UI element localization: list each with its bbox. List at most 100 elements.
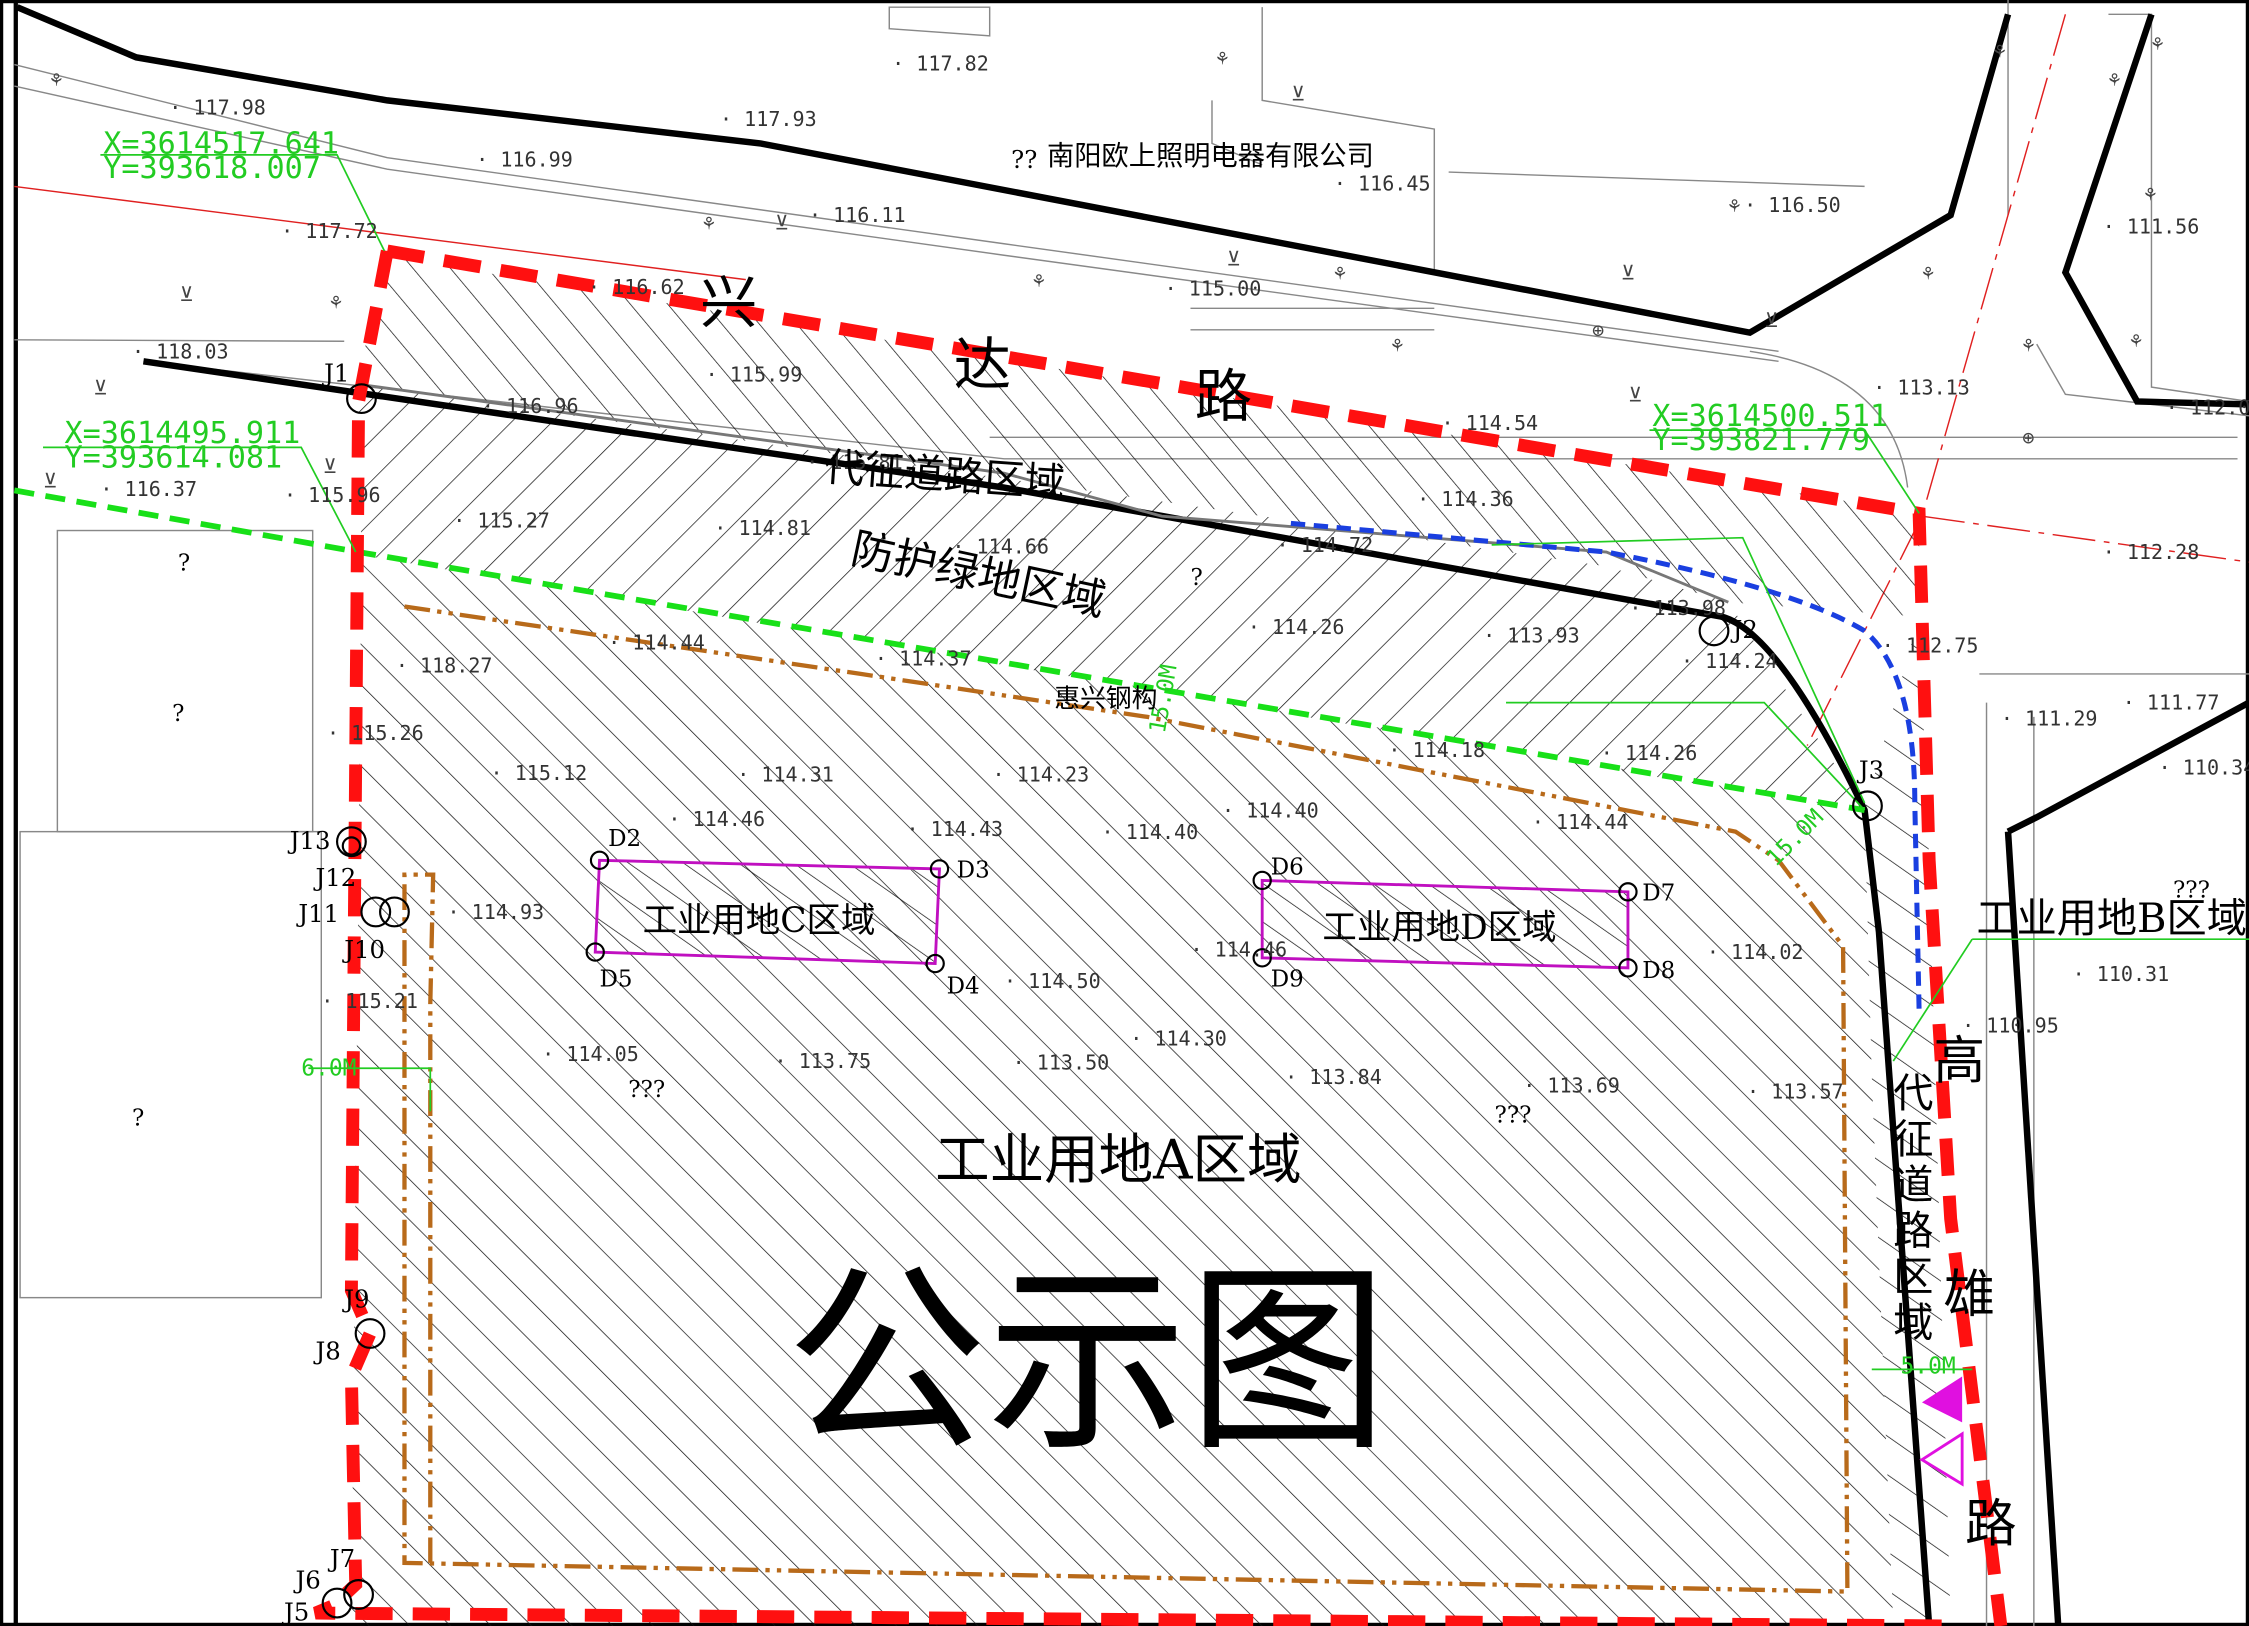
- north-arrow-outline: [1919, 1431, 1964, 1487]
- elevation-label: · 115.81: [806, 450, 903, 474]
- elevation-label: · 118.03: [132, 339, 229, 363]
- point-D3: D3: [957, 858, 990, 884]
- elevation-label: · 115.27: [453, 509, 550, 533]
- elevation-label: · 113.84: [1285, 1065, 1382, 1089]
- elevation-label: · 116.50: [1744, 193, 1841, 217]
- point-J8: J8: [313, 1336, 341, 1365]
- svg-text:⊻: ⊻: [1628, 382, 1643, 406]
- elevation-label: · 115.96: [284, 483, 381, 507]
- elevation-label: · 116.11: [809, 203, 906, 227]
- unknown-mark: ?: [132, 1106, 144, 1132]
- elevation-label: · 113.93: [1483, 623, 1580, 647]
- elevation-label: · 117.72: [281, 219, 378, 243]
- road-acq-east-char: 道: [1893, 1163, 1933, 1209]
- boundary-point-labels: J1 J2 J3 J13 J12 J11 J10 J9 J8 J7 J6 J5 …: [281, 358, 1884, 1626]
- parcel-boundary: [313, 244, 2008, 1626]
- elevation-label: · 114.05: [542, 1042, 639, 1066]
- elevation-label: · 113.57: [1747, 1079, 1844, 1103]
- grey-road-line: [358, 382, 1729, 604]
- point-J11: J11: [295, 899, 339, 928]
- svg-text:⚘: ⚘: [2108, 67, 2120, 91]
- elevation-label: · 114.26: [1248, 615, 1345, 639]
- point-J13: J13: [287, 826, 331, 855]
- elevation-label: · 110.95: [1962, 1013, 2059, 1037]
- coord-3-x: X=3614500.511: [1652, 399, 1888, 434]
- svg-text:⚘: ⚘: [1033, 268, 1045, 292]
- boundary-point-circles: [321, 383, 1883, 1619]
- elevation-label: · 114.24: [1681, 649, 1778, 673]
- svg-text:⊻: ⊻: [93, 375, 108, 399]
- unknown-mark: ???: [628, 1077, 665, 1103]
- hui-xing-label: 惠兴钢构: [1054, 684, 1157, 714]
- elevation-labels: · 117.82· 117.98· 117.93· 116.99· 116.45…: [100, 51, 2249, 1103]
- svg-text:⚘: ⚘: [2144, 182, 2156, 206]
- svg-text:⚘: ⚘: [1728, 193, 1740, 217]
- unknown-mark: ???: [2173, 878, 2210, 904]
- svg-text:⚘: ⚘: [330, 289, 342, 313]
- elevation-label: · 116.96: [482, 394, 579, 418]
- svg-text:⚘: ⚘: [2151, 31, 2163, 55]
- point-D8: D8: [1642, 958, 1675, 984]
- point-D6: D6: [1271, 855, 1304, 881]
- point-J6: J6: [292, 1566, 320, 1595]
- coordinate-leaders: [43, 153, 2249, 1371]
- elevation-label: · 116.45: [1334, 172, 1431, 196]
- road-acq-east-char: 征: [1893, 1117, 1933, 1163]
- road-acq-east-char: 路: [1893, 1209, 1933, 1255]
- svg-text:⚘: ⚘: [1994, 38, 2006, 62]
- unknown-mark: ?: [1190, 565, 1202, 591]
- road-xingda-3: 路: [1195, 363, 1252, 430]
- elevation-label: · 114.66: [952, 534, 1049, 558]
- point-D4: D4: [947, 974, 980, 1000]
- point-D5: D5: [600, 967, 633, 993]
- point-J5: J5: [281, 1597, 309, 1626]
- elevation-label: · 110.34: [2159, 755, 2249, 779]
- svg-text:⚘: ⚘: [1216, 46, 1228, 70]
- watermark-title: 公示图: [786, 1246, 1388, 1479]
- point-D7: D7: [1642, 880, 1675, 906]
- svg-text:⊻: ⊻: [775, 210, 790, 234]
- point-J9: J9: [341, 1285, 369, 1314]
- setback-east: 5.0M: [1900, 1354, 1955, 1380]
- road-acq-east-char: 区: [1893, 1254, 1933, 1300]
- point-J3: J3: [1856, 756, 1884, 785]
- road-acquisition-north: [358, 255, 1920, 617]
- elevation-label: · 114.26: [1601, 741, 1698, 765]
- elevation-label: · 114.44: [1532, 810, 1629, 834]
- svg-text:⚘: ⚘: [703, 210, 715, 234]
- company-prefix: ??: [1011, 145, 1037, 174]
- elevation-label: · 117.93: [720, 107, 817, 131]
- unknown-mark: ?: [172, 701, 184, 727]
- road-acq-east-char: 代: [1893, 1071, 1933, 1117]
- road-gaoxiong-3: 路: [1965, 1494, 2017, 1554]
- road-gaoxiong-2: 雄: [1943, 1265, 1995, 1325]
- svg-text:⊻: ⊻: [1764, 308, 1779, 332]
- zone-d-label: 工业用地D区域: [1322, 908, 1556, 948]
- blue-dashed-line: [1290, 520, 1922, 1011]
- elevation-label: · 114.46: [1190, 937, 1287, 961]
- svg-text:⊕: ⊕: [2022, 426, 2034, 450]
- zone-d-outline: [1260, 878, 1630, 970]
- setback-west: 6.0M: [301, 1055, 356, 1081]
- svg-text:⊻: ⊻: [43, 469, 58, 493]
- road-xingda-2: 达: [954, 331, 1011, 398]
- elevation-label: · 116.62: [588, 275, 685, 299]
- svg-text:⚘: ⚘: [1391, 332, 1403, 356]
- elevation-label: · 116.37: [100, 477, 197, 501]
- svg-text:⊻: ⊻: [1226, 246, 1241, 270]
- point-J10: J10: [341, 935, 385, 964]
- unknown-marks: ? ? ? ? ??? ??? ???: [132, 551, 2210, 1132]
- elevation-label: · 114.37: [875, 646, 972, 670]
- coord-1-x: X=3614517.641: [103, 126, 339, 161]
- zone-c-label: 工业用地C区域: [643, 901, 876, 941]
- elevation-label: · 113.98: [1629, 596, 1726, 620]
- elevation-label: · 115.26: [327, 721, 424, 745]
- elevation-label: · 114.18: [1388, 738, 1485, 762]
- north-arrow-fill: [1921, 1376, 1963, 1423]
- elevation-label: · 114.50: [1004, 969, 1101, 993]
- elevation-label: · 115.12: [491, 761, 588, 785]
- elevation-label: · 112.28: [2103, 540, 2200, 564]
- company-name: 南阳欧上照明电器有限公司: [1047, 141, 1374, 172]
